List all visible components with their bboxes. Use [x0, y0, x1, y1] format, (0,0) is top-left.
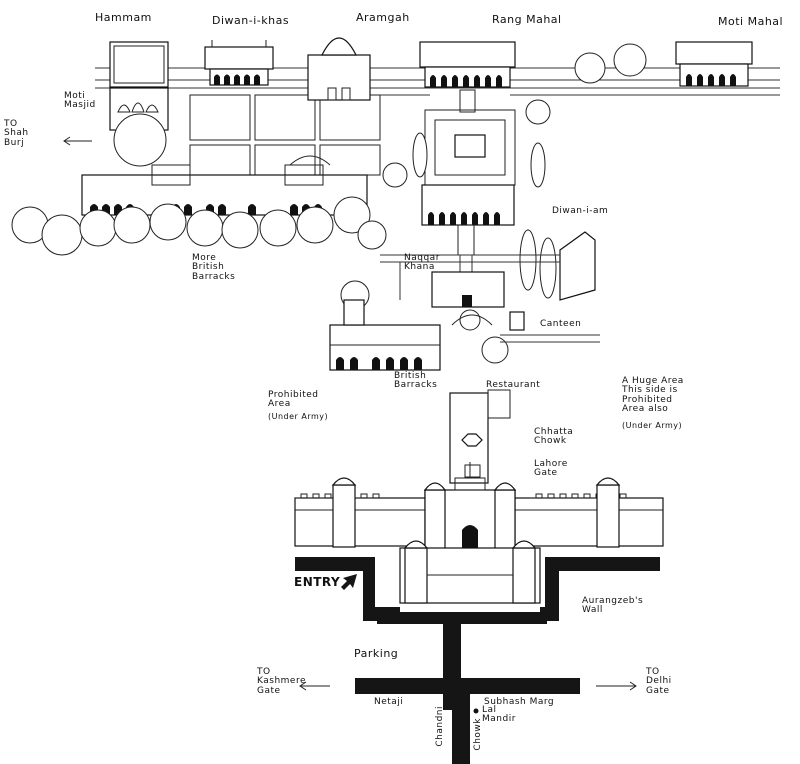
aramgah-label: Aramgah — [356, 11, 410, 24]
hammam-label: Hammam — [95, 11, 152, 24]
prohibited-area-label: Prohibited Area — [268, 390, 319, 410]
british-barracks-building — [329, 299, 441, 371]
western-barracks — [81, 155, 368, 216]
restaurant-label: Restaurant — [486, 380, 541, 390]
direction-arrows — [63, 136, 637, 714]
diwan-i-khas-building — [204, 40, 274, 86]
naqqar-khana-label: Naqqar Khana — [404, 253, 440, 273]
lahore-gate-building — [423, 462, 517, 551]
moti-mahal-label: Moti Mahal — [718, 15, 784, 28]
parking-label: Parking — [354, 647, 399, 660]
under-army-left-label: (Under Army) — [268, 412, 329, 421]
chandni-label: Chandni — [435, 706, 445, 747]
subhash-marg-label: Subhash Marg — [484, 697, 555, 707]
to-delhi-gate-label: TO Delhi Gate — [646, 667, 672, 696]
lahore-gate-label: Lahore Gate — [534, 459, 568, 479]
netaji-label: Netaji — [374, 697, 404, 707]
aramgah-building — [307, 37, 371, 101]
moti-masjid-label: Moti Masjid — [64, 91, 96, 111]
lal-mandir-label: Lal Mandir — [482, 705, 516, 725]
moti-mahal-building — [675, 41, 753, 87]
entry-label: ENTRY — [294, 575, 341, 589]
diwan-i-khas-label: Diwan-i-khas — [212, 14, 290, 27]
chhatta-chowk-arcade — [449, 389, 511, 484]
north-terrace — [95, 67, 780, 176]
rang-mahal-building — [419, 41, 516, 113]
more-british-barracks-label: More British Barracks — [192, 253, 236, 282]
under-army-right-label: (Under Army) — [622, 421, 683, 430]
road-network — [295, 557, 660, 764]
diwan-i-am-label: Diwan-i-am — [552, 206, 609, 216]
diwan-i-am-complex — [421, 109, 516, 256]
tree-cluster-west — [11, 113, 387, 256]
to-shah-burj-label: TO Shah Burj — [4, 119, 29, 148]
chhatta-chowk-label: Chhatta Chowk — [534, 427, 574, 447]
naqqar-khana-building — [431, 271, 525, 331]
rang-mahal-label: Rang Mahal — [492, 13, 562, 26]
aurangzebs-barbican — [399, 540, 541, 604]
british-barracks-label: British Barracks — [394, 371, 438, 391]
aurangzebs-wall-label: Aurangzeb's Wall — [582, 596, 644, 616]
huge-area-note-label: A Huge Area This side is Prohibited Area… — [622, 376, 684, 415]
chowk-label: Chowk — [473, 718, 483, 751]
east-block — [559, 231, 596, 301]
central-paths — [380, 254, 600, 343]
canteen-label: Canteen — [540, 319, 582, 329]
to-kashmere-gate-label: TO Kashmere Gate — [257, 667, 306, 696]
